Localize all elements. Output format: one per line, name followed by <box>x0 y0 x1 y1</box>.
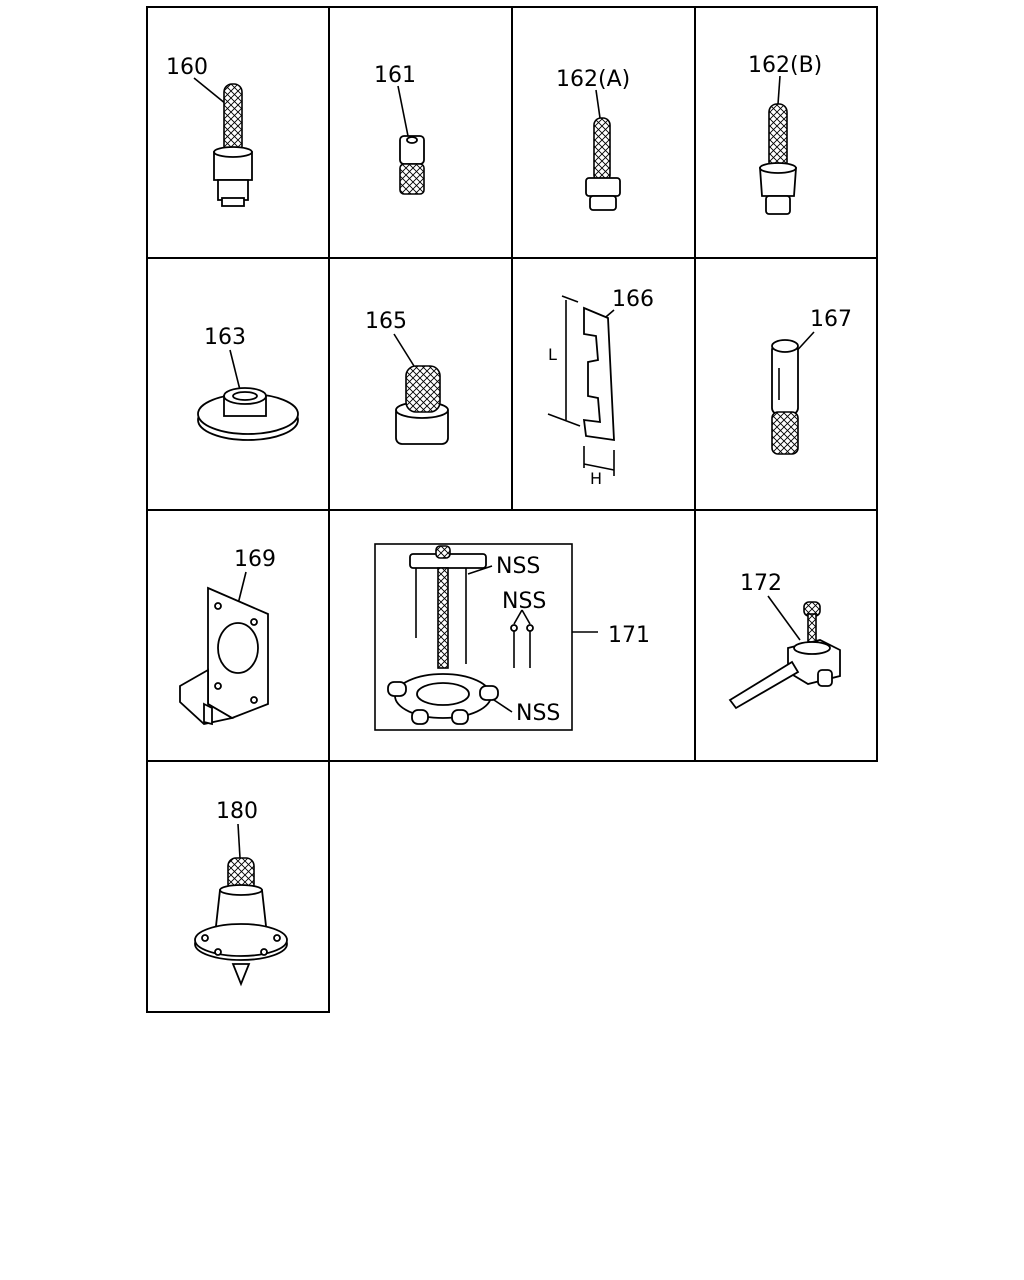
part-162b: 162(B) <box>748 53 822 215</box>
part-171: 171 NSS NSS NSS <box>374 543 650 731</box>
part-label-166: 166 <box>612 287 654 312</box>
part-label-162b: 162(B) <box>748 53 822 78</box>
nss-label-bolts: NSS <box>502 589 546 614</box>
part-label-162a: 162(A) <box>556 67 630 92</box>
part-163: 163 <box>197 325 299 441</box>
nss-label-plate: NSS <box>516 701 560 726</box>
part-180: 180 <box>194 799 288 987</box>
grid-frame <box>146 6 878 1013</box>
part-label-171: 171 <box>608 623 650 648</box>
part-172: 172 <box>728 571 841 710</box>
part-162a: 162(A) <box>556 67 630 211</box>
dimension-h: H <box>590 469 602 488</box>
part-161: 161 <box>374 63 425 195</box>
part-label-169: 169 <box>234 547 276 572</box>
part-label-180: 180 <box>216 799 258 824</box>
part-label-167: 167 <box>810 307 852 332</box>
part-169: 169 <box>179 547 276 726</box>
part-167: 167 <box>771 307 852 455</box>
part-label-160: 160 <box>166 55 208 80</box>
dimension-l: L <box>548 345 557 364</box>
part-label-165: 165 <box>365 309 407 334</box>
part-label-172: 172 <box>740 571 782 596</box>
part-160: 160 <box>166 55 253 207</box>
part-label-161: 161 <box>374 63 416 88</box>
part-label-163: 163 <box>204 325 246 350</box>
part-166: 166 L H <box>547 287 654 488</box>
nss-label-beam: NSS <box>496 554 540 579</box>
part-165: 165 <box>365 309 449 445</box>
